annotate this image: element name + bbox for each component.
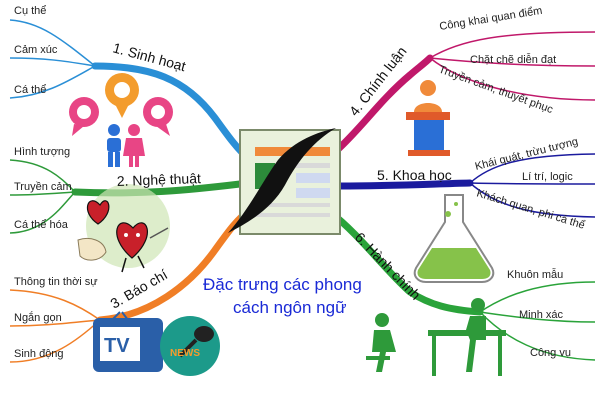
leaf-line-khuon-mau <box>479 281 596 313</box>
document-icon <box>228 128 341 235</box>
speaker-podium-icon <box>406 80 450 156</box>
branch-line-hanh-chinh <box>326 208 484 316</box>
leaf-line-cong-vu <box>479 311 596 361</box>
branch-line-sinh-hoat <box>91 62 254 164</box>
flask-icon <box>413 194 495 283</box>
news-microphone-icon: NEWS <box>160 316 220 376</box>
leaf-ca-the-hoa: Cá thể hóa <box>14 219 69 231</box>
leaf-minh-xac: Minh xác <box>519 309 564 321</box>
tv-label: TV <box>104 335 130 357</box>
leaf-line-khach-quan <box>469 182 596 218</box>
leaf-khach-quan-phi-ca-the: Khách quan, phi cá thể <box>475 187 586 231</box>
center-title-line2: cách ngôn ngữ <box>233 298 346 317</box>
leaf-cong-vu: Công vụ <box>530 347 571 359</box>
office-meeting-icon <box>366 298 506 376</box>
branch-label-nghe-thuat: 2. Nghệ thuật <box>117 170 202 189</box>
leaf-line-cu-the <box>9 19 96 67</box>
branch-label-bao-chi: 3. Báo chí <box>108 266 171 311</box>
branch-label-hanh-chinh: 6. Hành chính <box>352 229 424 303</box>
leaf-line-cam-xuc <box>9 57 96 67</box>
leaf-li-tri-logic: Lí trí, logic <box>522 171 573 183</box>
leaf-khai-quat-truu-tuong: Khái quát, trừu tượng <box>474 136 579 173</box>
leaf-cong-khai-quan-diem: Công khai quan điểm <box>439 5 544 33</box>
leaf-chat-che-dien-dat: Chặt chẽ diễn đạt <box>470 53 556 66</box>
leaf-line-thong-tin-thoi-su <box>9 289 101 321</box>
leaf-line-ngan-gon <box>9 319 101 327</box>
leaf-line-truyen-cam <box>9 191 76 196</box>
leaf-cam-xuc: Cảm xúc <box>14 44 58 56</box>
leaf-cu-the: Cụ thể <box>14 5 46 17</box>
leaf-line-khai-quat <box>469 153 596 184</box>
leaf-khuon-mau: Khuôn mẫu <box>507 268 563 281</box>
leaf-line-cong-khai <box>429 31 596 59</box>
leaf-hinh-tuong: Hình tượng <box>14 146 70 158</box>
people-icon <box>107 124 145 167</box>
branch-label-khoa-hoc: 5. Khoa học <box>377 167 452 183</box>
leaf-line-sinh-dong <box>9 319 101 363</box>
leaf-line-chat-che <box>429 57 596 67</box>
leaf-line-li-tri <box>469 182 596 185</box>
branch-line-chinh-luan <box>331 54 434 156</box>
leaf-thong-tin-thoi-su: Thông tin thời sự <box>14 276 98 288</box>
leaf-line-minh-xac <box>479 311 596 323</box>
leaf-line-truyen-cam-thuyet-phuc <box>429 57 596 101</box>
leaf-line-ca-the-hoa <box>9 191 76 234</box>
leaf-ngan-gon: Ngắn gọn <box>14 311 62 324</box>
center-title-line1: Đặc trưng các phong <box>203 275 362 294</box>
branch-line-bao-chi <box>96 206 254 324</box>
leaf-line-hinh-tuong <box>9 159 76 193</box>
branch-line-khoa-hoc <box>336 179 474 190</box>
leaf-sinh-dong: Sinh động <box>14 348 64 360</box>
leaf-line-ca-the <box>9 65 96 99</box>
branch-line-nghe-thuat <box>71 180 244 197</box>
leaf-ca-the: Cá thể <box>14 84 46 96</box>
chat-bubbles-icon <box>69 73 173 136</box>
leaf-truyen-cam-thuyet-phuc: Truyền cảm, thuyết phục <box>437 64 555 117</box>
leaf-truyen-cam: Truyền cảm <box>14 181 72 193</box>
news-label: NEWS <box>170 348 200 359</box>
heart-characters-icon <box>77 184 170 273</box>
tv-icon: TV <box>93 311 163 372</box>
